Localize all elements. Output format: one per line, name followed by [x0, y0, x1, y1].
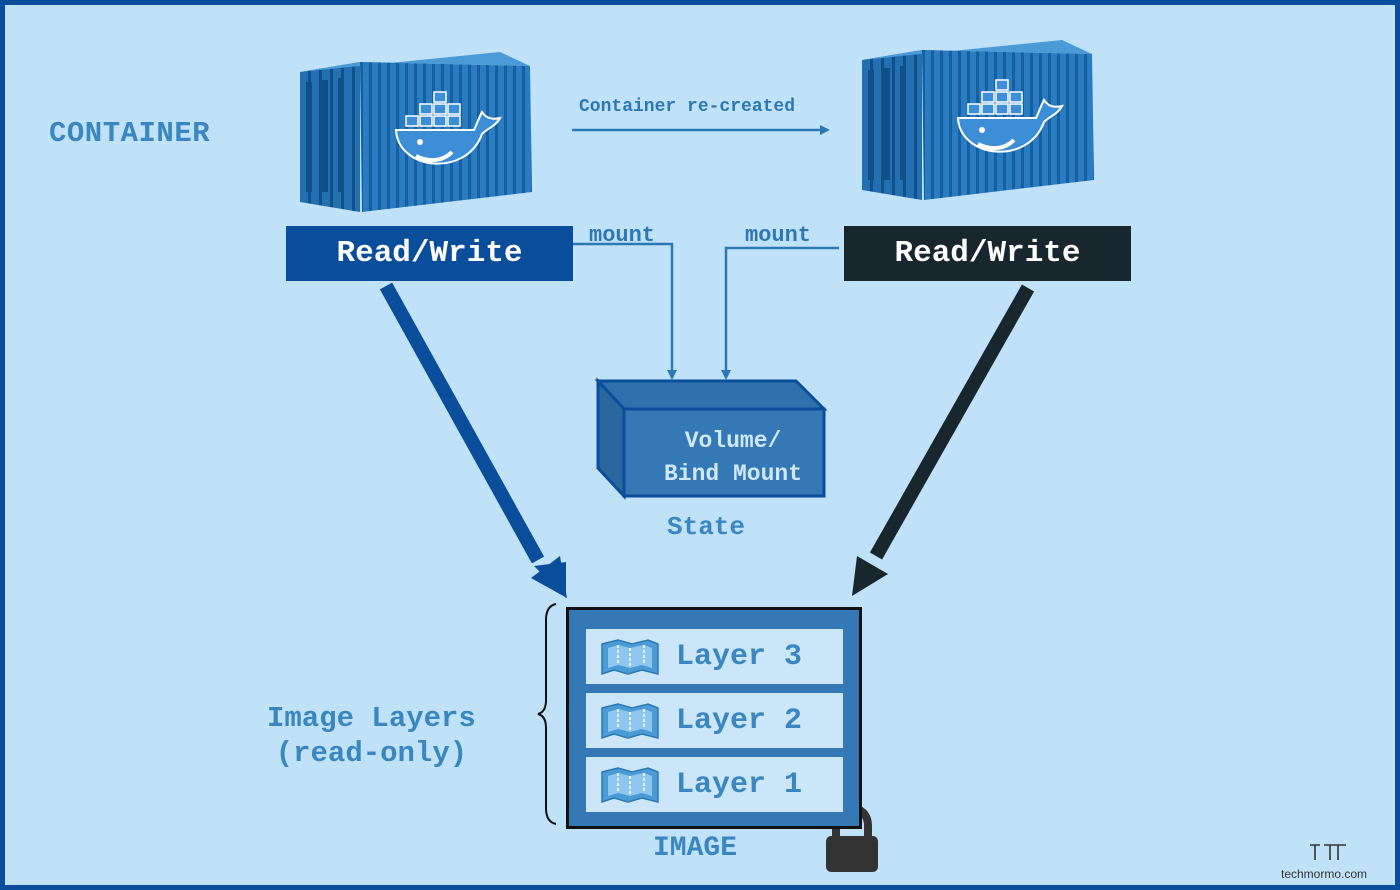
map-icon	[601, 703, 659, 740]
mount-connector-left	[568, 242, 677, 380]
image-box: Layer 3 Layer 2 Layer 1	[566, 607, 862, 829]
volume-box	[594, 377, 828, 500]
layer-label: Layer 1	[676, 767, 803, 802]
layer-label: Layer 3	[676, 639, 803, 674]
read-write-layer-left: Read/Write	[286, 226, 573, 281]
container-heading: CONTAINER	[49, 117, 211, 150]
docker-container-icon	[300, 52, 532, 212]
volume-label-line1: Volume/	[684, 428, 782, 454]
brand-label: techmormo.com	[1281, 867, 1368, 881]
image-layers-brace	[537, 603, 557, 825]
image-layer: Layer 3	[586, 629, 843, 684]
volume-label: Volume/ Bind Mount	[635, 425, 831, 491]
layer-label: Layer 2	[676, 703, 803, 738]
mount-connector-right	[721, 246, 839, 380]
image-layers-line2: (read-only)	[275, 737, 468, 770]
image-label: IMAGE	[653, 833, 738, 864]
read-write-layer-right: Read/Write	[844, 226, 1131, 281]
docker-container-icon	[862, 40, 1094, 200]
mount-label-right: mount	[745, 223, 812, 248]
image-layer: Layer 1	[586, 757, 843, 812]
volume-label-line2: Bind Mount	[663, 461, 803, 487]
image-layer: Layer 2	[586, 693, 843, 748]
map-icon	[601, 639, 659, 676]
map-icon	[601, 767, 659, 804]
mount-label-left: mount	[589, 223, 656, 248]
state-label: State	[667, 512, 746, 542]
brand-logo-icon	[1310, 844, 1346, 860]
image-layers-line1: Image Layers	[267, 702, 476, 735]
right-to-image-arrow	[869, 284, 1035, 560]
left-to-image-arrow	[379, 282, 545, 564]
recreated-label: Container re-created	[579, 97, 796, 117]
image-layers-label: Image Layers (read-only)	[267, 701, 476, 771]
